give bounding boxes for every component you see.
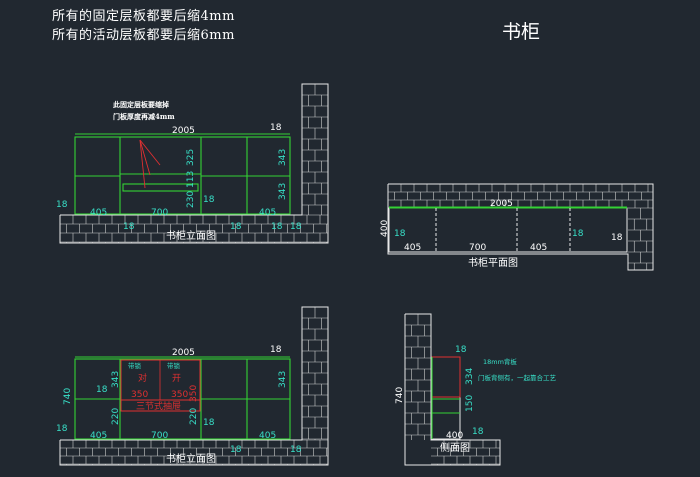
wall-outline (59, 306, 329, 466)
dim-label: 18 (96, 385, 108, 395)
annotation: 门板厚度再减4mm (113, 112, 175, 121)
dim-label: 18 (611, 233, 623, 243)
dim-label: 18 (290, 445, 302, 455)
annotation: 此固定层板要缩掉 (113, 100, 169, 109)
annotation: 门板背侧有，一起靠合工艺 (478, 373, 557, 382)
dim-label: 18 (271, 222, 283, 232)
dim-label: 700 (151, 431, 168, 441)
elevation-top: 此固定层板要缩掉 门板厚度再减4mm 2005 18 325 343 113 2… (56, 83, 329, 244)
dim-label: 220 (189, 408, 199, 425)
leader-line (139, 139, 151, 176)
door-panel (431, 356, 461, 398)
dim-label: 113 (186, 171, 196, 188)
dim-label: 2005 (172, 348, 195, 358)
dim-label: 740 (63, 388, 73, 405)
cabinet-outline (388, 207, 628, 253)
dim-label: 18 (230, 445, 242, 455)
leader-line (139, 139, 161, 166)
dim-label: 400 (446, 431, 463, 441)
wall-outline (404, 313, 501, 466)
dim-label: 350 (131, 390, 148, 400)
caption: 书柜平面图 (468, 256, 518, 269)
dim-label: 220 (111, 408, 121, 425)
dim-label: 700 (151, 208, 168, 218)
dim-label: 18 (455, 345, 467, 355)
dim-label: 18 (56, 200, 68, 210)
drawer (122, 183, 199, 192)
leader-line (139, 139, 146, 189)
annotation: 18mm背板 (483, 357, 517, 366)
dim-label: 18 (123, 222, 135, 232)
dim-label: 700 (469, 243, 486, 253)
dim-label: 740 (395, 387, 405, 404)
dim-label: 18 (572, 229, 584, 239)
dim-label: 18 (472, 427, 484, 437)
dim-label: 18 (230, 222, 242, 232)
lock-label: 带锁 (128, 361, 142, 370)
dim-label: 405 (530, 243, 547, 253)
dim-label: 343 (278, 371, 288, 388)
dim-label: 350 (171, 390, 188, 400)
dim-label: 343 (278, 183, 288, 200)
side-view: 740 18 334 150 18 400 18mm背板 门板背侧有，一起靠合工… (395, 313, 557, 466)
note-movable-shelf: 所有的活动层板都要后缩6mm (52, 28, 235, 43)
wall-outline (59, 83, 329, 244)
door-label: 对 (138, 372, 147, 384)
dim-label: 334 (465, 368, 475, 385)
drawing-title: 书柜 (502, 21, 541, 43)
caption: 侧面图 (440, 441, 470, 454)
dim-label: 18 (56, 424, 68, 434)
dim-label: 18 (290, 222, 302, 232)
dim-label: 405 (90, 208, 107, 218)
door-label: 开 (172, 373, 181, 384)
dim-label: 2005 (490, 199, 513, 209)
dim-label: 343 (111, 371, 121, 388)
dim-label: 2005 (172, 126, 195, 136)
caption: 书柜立面图 (166, 229, 216, 242)
dim-label: 350 (189, 385, 199, 402)
dim-label: 230 (186, 191, 196, 208)
note-fixed-shelf: 所有的固定层板都要后缩4mm (52, 9, 235, 24)
plan-view: 2005 400 18 405 700 405 18 18 书柜平面图 (380, 183, 654, 271)
dim-label: 18 (270, 123, 282, 133)
dim-label: 18 (270, 345, 282, 355)
drawer (120, 399, 201, 412)
dim-label: 405 (404, 243, 421, 253)
dim-label: 405 (259, 208, 276, 218)
dim-label: 325 (186, 149, 196, 166)
lock-label: 带锁 (167, 361, 181, 370)
dim-label: 405 (259, 431, 276, 441)
dim-label: 18 (394, 229, 406, 239)
caption: 书柜立面图 (166, 452, 216, 465)
dim-label: 18 (203, 195, 215, 205)
dim-label: 405 (90, 431, 107, 441)
wall-outline (387, 183, 654, 271)
dim-label: 400 (380, 220, 390, 237)
drawer-label: 三节式抽屉 (136, 400, 181, 412)
dim-label: 343 (278, 149, 288, 166)
elevation-bottom: 2005 18 740 343 343 220 220 405 18 700 1… (56, 306, 329, 466)
dim-label: 150 (465, 395, 475, 412)
cabinet-outline (431, 356, 461, 440)
dim-label: 18 (203, 418, 215, 428)
